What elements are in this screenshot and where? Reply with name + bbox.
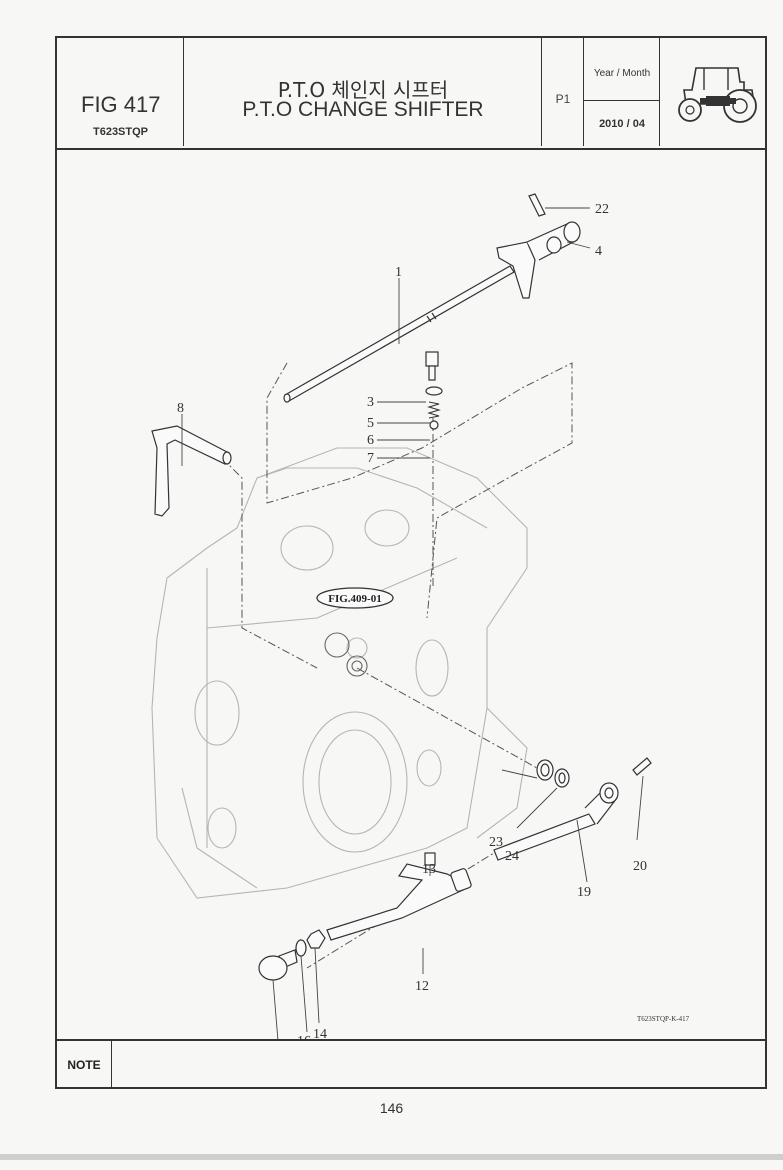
model-code: T623STQP <box>92 126 149 138</box>
date-divider <box>584 100 660 101</box>
ring-23 <box>554 768 570 788</box>
fig-cell: FIG 417 T623STQP <box>57 38 184 146</box>
tractor-cell <box>660 38 765 146</box>
ball-7 <box>429 420 439 430</box>
date-cell: Year / Month 2010 / 04 <box>584 38 660 146</box>
shift-fork <box>496 221 581 299</box>
exploded-parts-diagram: 22 4 1 3 5 6 7 8 23 24 20 19 13 12 14 16… <box>151 193 690 1041</box>
spring-6 <box>427 401 441 419</box>
callout-8: 8 <box>177 401 184 416</box>
fig-number: FIG 417 <box>81 92 161 117</box>
callout-6: 6 <box>367 433 374 448</box>
title-english: P.T.O CHANGE SHIFTER <box>242 98 484 121</box>
gearbox-housing-outline <box>151 447 528 899</box>
pin-24 <box>632 757 652 776</box>
fig-reference-label: FIG.409-01 <box>328 593 381 605</box>
washer-16 <box>295 939 307 957</box>
callout-4: 4 <box>595 244 602 259</box>
drawing-code: T623STQP-K-417 <box>637 1015 690 1023</box>
callout-19: 19 <box>577 885 591 900</box>
callout-3: 3 <box>367 395 374 410</box>
nut-14 <box>306 929 326 949</box>
callout-16: 16 <box>297 1034 311 1041</box>
callout-24: 20 <box>633 859 647 874</box>
page-code: P1 <box>555 92 571 106</box>
shift-lever-8 <box>151 425 232 517</box>
year-month-value: 2010 / 04 <box>599 118 645 130</box>
note-row: NOTE <box>57 1039 765 1089</box>
title-korean: P.T.O 체인지 시프터 <box>277 78 449 102</box>
callout-20: 22 <box>595 202 609 217</box>
callout-22: 23 <box>489 835 503 850</box>
scan-edge <box>0 1154 783 1160</box>
lever-arm-19 <box>493 782 619 861</box>
callout-12: 12 <box>415 979 429 994</box>
bolt-3 <box>425 351 439 381</box>
cranked-rod-12 <box>326 863 472 941</box>
shift-rod <box>283 265 515 403</box>
knob-15 <box>258 949 298 981</box>
roll-pin-20 <box>528 193 546 217</box>
page-number: 146 <box>379 1100 404 1116</box>
callout-7: 7 <box>367 451 374 466</box>
oil-seal-22 <box>536 759 554 781</box>
tractor-icon <box>678 67 757 123</box>
callout-14: 14 <box>313 1027 327 1041</box>
callout-23: 24 <box>505 849 519 864</box>
callout-1: 1 <box>395 265 402 280</box>
reference-lines <box>221 362 573 969</box>
year-month-label: Year / Month <box>593 68 651 79</box>
page-code-cell: P1 <box>542 38 584 146</box>
header: FIG 417 T623STQP P.T.O 체인지 시프터 P.T.O CHA… <box>57 38 765 150</box>
washer-5 <box>425 386 443 396</box>
page-frame: FIG 417 T623STQP P.T.O 체인지 시프터 P.T.O CHA… <box>55 36 767 1089</box>
leader-lines <box>181 207 644 1041</box>
callout-5: 5 <box>367 416 374 431</box>
note-label: NOTE <box>57 1041 112 1089</box>
title-cell: P.T.O 체인지 시프터 P.T.O CHANGE SHIFTER <box>184 38 542 146</box>
callout-13: 13 <box>422 862 436 877</box>
fig-reference-badge[interactable]: FIG.409-01 <box>316 587 394 609</box>
